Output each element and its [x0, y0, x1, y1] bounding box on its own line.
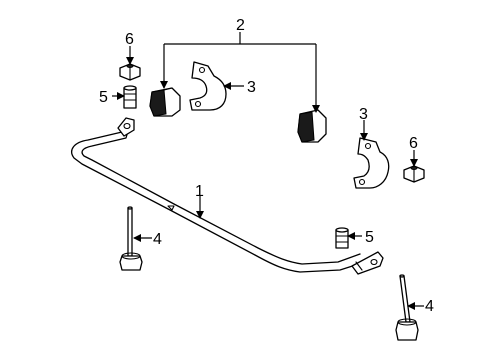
callout-2: 2: [236, 17, 245, 34]
callout-4-right: 4: [425, 298, 434, 315]
callout-3-right: 3: [359, 106, 368, 123]
bushing-right: [297, 109, 327, 143]
stabilizer-bar: [71, 117, 384, 275]
stud-left: [123, 85, 137, 109]
bushing-left: [149, 87, 181, 117]
bracket-left: [189, 61, 227, 111]
callout-6-left: 6: [125, 31, 134, 48]
nut-right: [403, 165, 425, 183]
stud-right: [335, 227, 349, 249]
callout-1: 1: [195, 183, 204, 200]
link-right: [395, 274, 419, 341]
callout-5-right: 5: [365, 229, 374, 246]
callout-3-left: 3: [247, 79, 256, 96]
leader-lines: [112, 32, 424, 310]
link-left: [119, 206, 143, 271]
callout-5-left: 5: [99, 89, 108, 106]
nut-left: [119, 63, 141, 81]
bracket-right: [353, 137, 390, 189]
callout-6-right: 6: [409, 135, 418, 152]
callout-4-left: 4: [153, 231, 162, 248]
